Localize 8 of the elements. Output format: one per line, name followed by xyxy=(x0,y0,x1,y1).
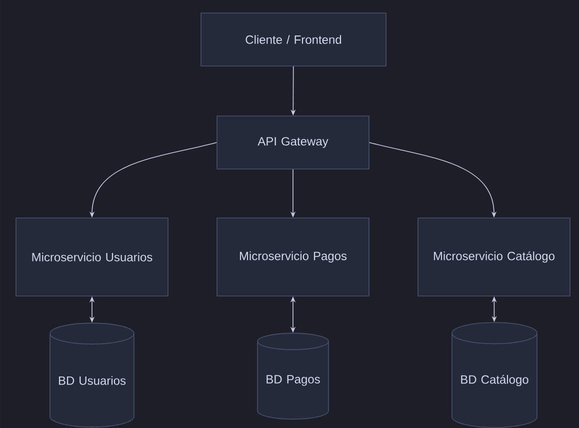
service-box: Microservicio Pagos xyxy=(216,218,370,296)
service-box: API Gateway xyxy=(216,116,370,170)
database-cylinder: BD Pagos xyxy=(257,332,329,420)
database-cylinder: BD Catálogo xyxy=(452,322,538,428)
service-box: Microservicio Usuarios xyxy=(16,218,168,296)
service-box: Cliente / Frontend xyxy=(200,12,386,66)
database-cylinder: BD Usuarios xyxy=(50,322,134,428)
service-box: Microservicio Catálogo xyxy=(418,218,570,296)
